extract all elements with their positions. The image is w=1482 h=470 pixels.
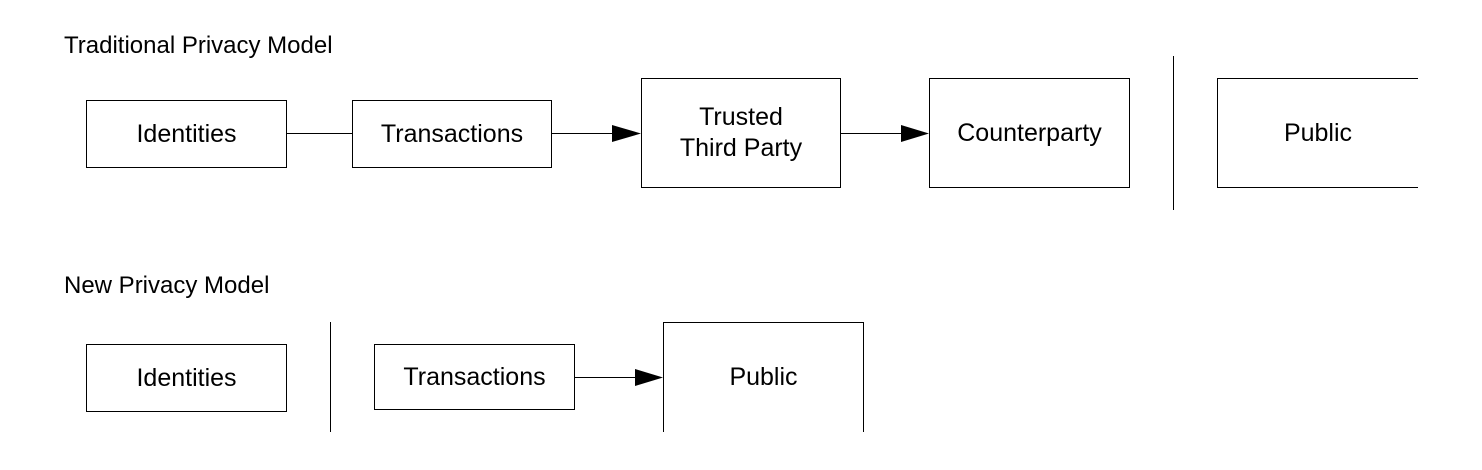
traditional-transactions-label: Transactions [380,119,524,148]
traditional-identities-label: Identities [136,119,237,148]
trusted-third-party-label: Trusted Third Party [679,103,803,162]
trusted-third-party-box: Trusted Third Party [641,78,841,188]
traditional-public-box: Public [1217,78,1418,188]
new-identities-box: Identities [86,344,287,412]
transactions-to-public-arrowhead [635,369,663,386]
new-model-title: New Privacy Model [64,272,270,299]
counterparty-label: Counterparty [957,118,1102,147]
traditional-public-label: Public [1283,118,1353,147]
new-public-label: Public [729,363,798,391]
transactions-to-ttp-arrowhead [612,125,641,142]
new-public-box: Public [663,322,864,432]
new-transactions-label: Transactions [403,362,546,391]
traditional-model-title: Traditional Privacy Model [64,32,333,59]
counterparty-box: Counterparty [929,78,1130,188]
new-identities-label: Identities [136,363,237,392]
ttp-to-counterparty-arrowhead [901,125,929,142]
new-transactions-box: Transactions [374,344,575,410]
traditional-identities-box: Identities [86,100,287,168]
traditional-transactions-box: Transactions [352,100,552,168]
